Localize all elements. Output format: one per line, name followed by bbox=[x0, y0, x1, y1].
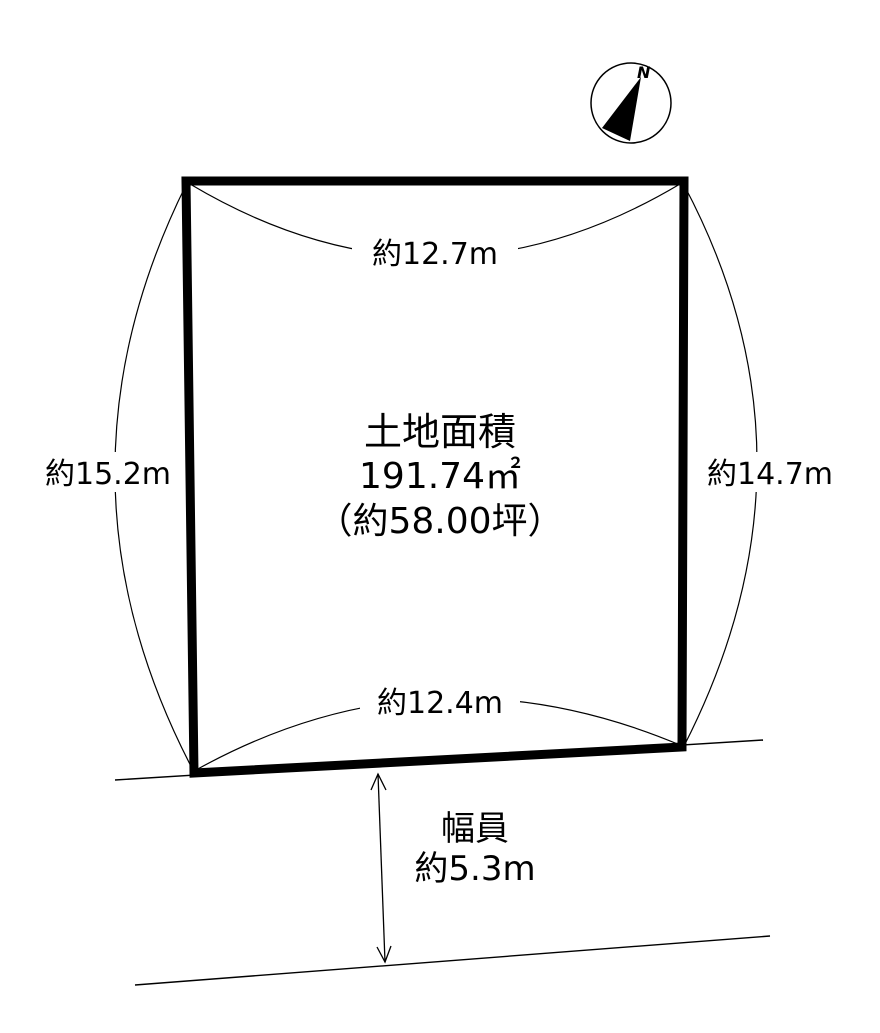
lot-boundary bbox=[181, 176, 689, 778]
compass: N bbox=[590, 62, 672, 144]
arrow-head-up-icon bbox=[370, 772, 387, 791]
left-label-mask bbox=[30, 452, 180, 492]
bottom-dimension-label: 約12.4m bbox=[377, 686, 503, 721]
compass-north-label: N bbox=[637, 63, 651, 82]
right-label-mask bbox=[692, 452, 852, 492]
area-tsubo: （約58.00坪） bbox=[316, 501, 563, 542]
area-title: 土地面積 bbox=[364, 410, 516, 454]
top-label-mask bbox=[352, 232, 518, 272]
area-sqm: 191.74㎡ bbox=[359, 455, 521, 497]
road-width-arrow bbox=[370, 772, 392, 964]
arrow-shaft bbox=[377, 773, 386, 963]
road-width-value: 約5.3m bbox=[414, 849, 535, 889]
north-arrow-icon bbox=[602, 77, 641, 141]
road-edge-bottom bbox=[134, 935, 771, 986]
bottom-label-mask bbox=[360, 680, 520, 720]
arrow-head-down-icon bbox=[376, 945, 392, 964]
top-dimension-label: 約12.7m bbox=[372, 237, 498, 272]
right-dimension-label: 約14.7m bbox=[707, 457, 833, 492]
left-dimension-label: 約15.2m bbox=[45, 457, 171, 492]
road-label: 幅員 bbox=[441, 809, 509, 849]
